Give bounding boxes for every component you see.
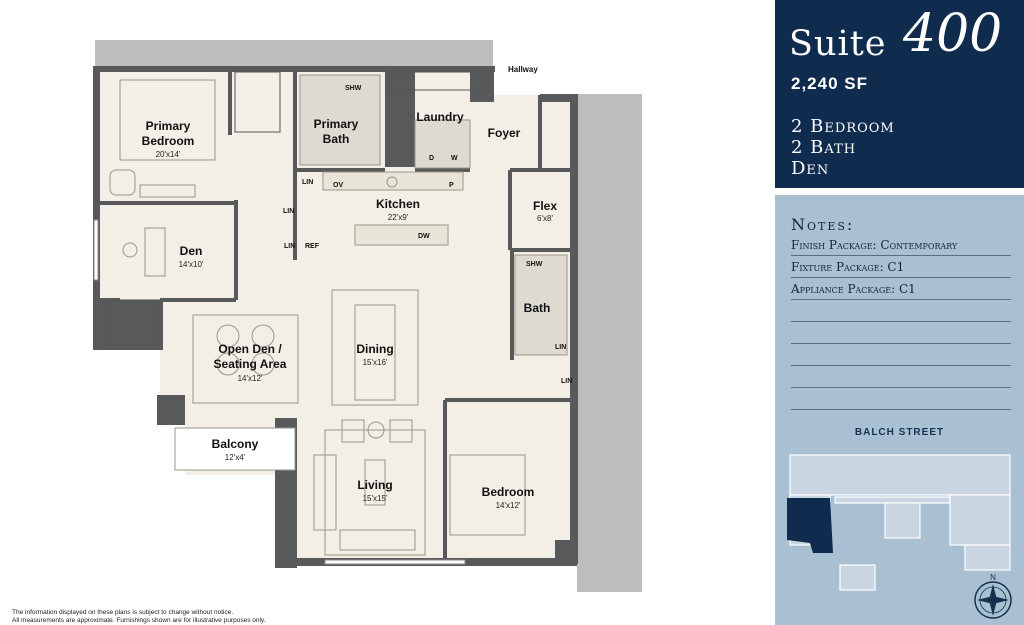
context-building-top [95,40,493,70]
disclaimer-line-1: The information displayed on these plans… [12,609,234,616]
linen-label-5: LIN [561,378,572,385]
primary-bath-label-2: Bath [323,132,350,146]
context-building-right [577,94,642,592]
bedroom-dim: 14'x12' [496,501,521,510]
dishwasher-label: DW [418,233,430,240]
compass: N [974,573,1012,619]
linen-label-1: LIN [302,179,313,186]
note-appliance-package: Appliance Package: C1 [791,279,1011,300]
notes-section: Notes: Finish Package: Contemporary Fixt… [775,195,1024,625]
living-label: Living [357,478,392,492]
note-blank-4 [791,367,1011,388]
den-label: Den [180,244,203,258]
disclaimer: The information displayed on these plans… [12,609,266,625]
disclaimer-line-2: All measurements are approximate. Furnis… [12,617,266,624]
shower-label-primary: SHW [345,85,362,92]
unit-specs: 2 Bedroom 2 Bath Den [791,116,895,179]
note-blank-2 [791,323,1011,344]
linen-label-3: LIN [284,243,295,250]
balcony-label: Balcony [212,437,259,451]
living-dim: 15'x15' [363,494,388,503]
den-dim: 14'x10' [179,260,204,269]
note-fixture-package: Fixture Package: C1 [791,257,1011,278]
bath-label: Bath [524,301,551,315]
street-label: BALCH STREET [854,427,945,438]
dining-label: Dining [356,342,393,356]
info-panel: Suite 400 2,240 SF 2 Bedroom 2 Bath Den … [775,0,1024,625]
note-finish-package: Finish Package: Contemporary [791,235,1011,256]
dining-dim: 15'x16' [363,358,388,367]
interior-walls [100,72,575,560]
hallway-label: Hallway [508,65,538,74]
primary-bath-label: Primary [314,117,359,131]
note-blank-1 [791,301,1011,322]
open-den-dim: 14'x12' [238,374,263,383]
primary-bedroom-dim: 20'x14' [156,150,181,159]
spec-baths: 2 Bath [791,137,857,158]
primary-bedroom-label: Primary [146,119,191,133]
open-den-label: Open Den / [218,342,282,356]
suite-header: Suite 400 2,240 SF 2 Bedroom 2 Bath Den [775,0,1024,188]
linen-label-2: LIN [283,208,294,215]
spec-den: Den [791,158,830,179]
pantry-label: P [449,182,454,189]
balcony-dim: 12'x4' [225,453,246,462]
square-footage: 2,240 SF [791,74,868,93]
shower-label-bath: SHW [526,261,543,268]
linen-label-4: LIN [555,344,566,351]
floor-plan: Hallway Primary Bedroom 20'x14' Primary … [93,40,642,592]
key-plan: N [787,454,1012,619]
dryer-label: D [429,155,434,162]
washer-label: W [451,155,458,162]
flex-label: Flex [533,199,557,213]
windows [93,219,466,565]
laundry-label: Laundry [416,110,464,124]
primary-bedroom-label-2: Bedroom [142,134,195,148]
furniture [104,71,568,556]
open-den-label-2: Seating Area [214,357,287,371]
key-plan-building [789,454,1011,591]
spec-bedrooms: 2 Bedroom [791,116,895,137]
kitchen-label: Kitchen [376,197,420,211]
refrigerator-label: REF [305,243,320,250]
flex-dim: 6'x8' [537,214,553,223]
bedroom-label: Bedroom [482,485,535,499]
notes-title: Notes: [791,215,855,234]
suite-word: Suite [789,24,887,64]
foyer-label: Foyer [488,126,521,140]
unit-highlight [787,498,833,553]
note-blank-5 [791,389,1011,410]
kitchen-dim: 22'x9' [388,213,409,222]
oven-label: OV [333,182,343,189]
compass-north-label: N [990,573,996,582]
suite-number: 400 [903,4,1003,64]
note-blank-3 [791,345,1011,366]
